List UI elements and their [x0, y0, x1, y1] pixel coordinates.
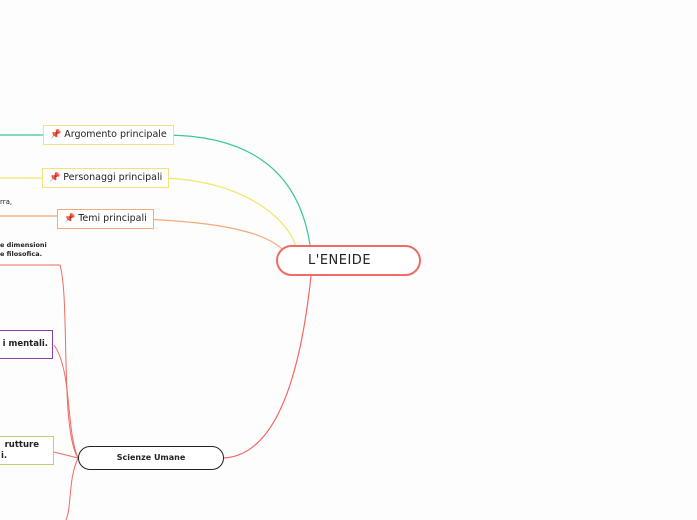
scienze-umane-node[interactable]: Scienze Umane [78, 446, 224, 470]
connector-argomento-root [163, 134, 311, 246]
pushpin-icon: 📌 [49, 173, 61, 183]
connector-scienze-down [65, 457, 79, 520]
connector-scienze-up [0, 264, 79, 459]
scienze-label: Scienze Umane [116, 453, 186, 462]
clipped-purple-box[interactable]: i mentali. [0, 330, 53, 359]
pushpin-icon: 📌 [50, 130, 62, 140]
branch-label: Temi principali [78, 213, 147, 224]
root-label: L'ENEIDE [308, 253, 372, 268]
branch-label: Argomento principale [64, 129, 167, 140]
clipped-temi-note: rra, [0, 198, 13, 206]
connector-scienze-green [53, 451, 79, 459]
clipped-purple-text: i mentali. [2, 339, 48, 349]
connector-scienze-root [223, 275, 312, 459]
clipped-green-text-2: i. [1, 451, 8, 461]
root-node[interactable]: L'ENEIDE [276, 245, 421, 276]
branch-temi-principali[interactable]: 📌 Temi principali [57, 209, 154, 229]
branch-personaggi-principali[interactable]: 📌 Personaggi principali [42, 168, 170, 188]
clipped-green-box[interactable]: rutture i. [0, 436, 54, 465]
connector-temi-root [140, 218, 284, 251]
connector-scienze-purple [53, 344, 79, 459]
clipped-scienze-note-1: e dimensioni [0, 241, 47, 249]
pushpin-icon: 📌 [64, 214, 76, 224]
clipped-scienze-note-2: e filosofica. [0, 250, 43, 258]
connector-personaggi-root [160, 177, 297, 247]
branch-label: Personaggi principali [63, 172, 163, 183]
branch-argomento-principale[interactable]: 📌 Argomento principale [43, 125, 174, 145]
clipped-green-text-1: rutture [4, 440, 39, 450]
